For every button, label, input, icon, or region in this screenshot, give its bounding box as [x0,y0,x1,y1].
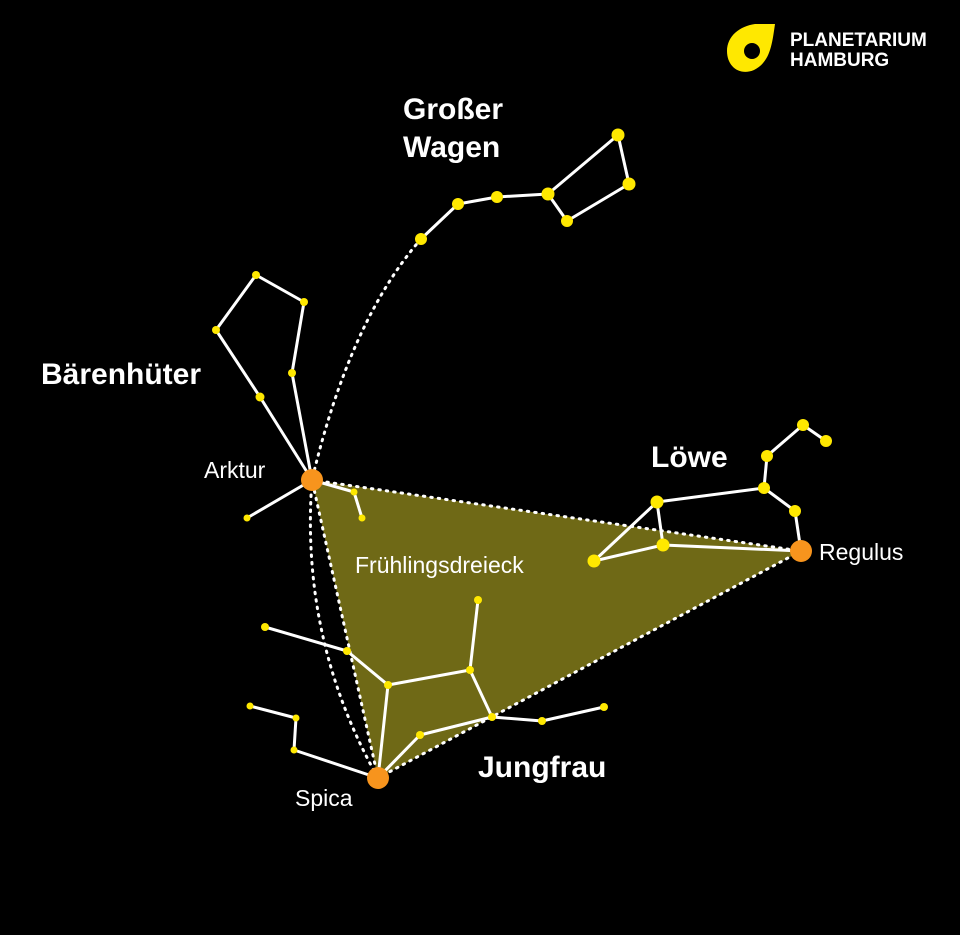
triangle-edge-spica-arktur [310,478,380,780]
star [491,191,503,203]
star [452,198,464,210]
star-spica [367,767,389,789]
star [466,666,474,674]
star [587,554,601,568]
star [758,482,770,494]
star [416,731,424,739]
star [300,298,308,306]
star [261,623,269,631]
star [789,505,801,517]
logo-text-hamburg: HAMBURG [790,50,889,71]
star [561,215,573,227]
star [415,233,427,245]
stars [212,128,832,754]
star [611,128,625,142]
star [797,419,809,431]
star [350,488,358,496]
star [252,271,260,279]
logo-text-planetarium: PLANETARIUM [790,30,927,51]
label-grosser-wagen-line1: Großer [403,93,503,126]
star [343,647,351,655]
star [292,714,300,722]
label-jungfrau: Jungfrau [478,751,606,784]
star [761,450,773,462]
star [600,703,608,711]
star [290,746,298,754]
arc-arktur-to-spica [308,478,380,780]
star-arktur [301,469,323,491]
label-grosser-wagen-line2: Wagen [403,131,500,164]
planetarium-hamburg-logo: PLANETARIUM HAMBURG [727,24,927,72]
star [358,514,366,522]
star [541,187,555,201]
star [488,713,496,721]
label-arktur: Arktur [204,457,266,483]
star [246,702,254,710]
star [243,514,251,522]
star [212,326,220,334]
star [255,392,265,402]
star [474,596,482,604]
arc-wagen-to-arktur [310,237,423,482]
star [622,177,636,191]
label-loewe: Löwe [651,441,728,474]
star [656,538,670,552]
label-fruehlingsdreieck: Frühlingsdreieck [355,552,524,578]
lines-grosser-wagen [419,133,631,241]
label-regulus: Regulus [819,539,903,565]
star [288,369,296,377]
triangle-edge-arktur-regulus [310,478,803,553]
star [820,435,832,447]
star [538,717,546,725]
label-baerenhueter: Bärenhüter [41,358,201,391]
lines-jungfrau [376,598,480,780]
fruehlingsdreieck-area [312,480,801,778]
star-regulus [790,540,812,562]
dotted-guide-lines [308,237,803,780]
label-spica: Spica [295,785,353,811]
star [650,495,664,509]
star [384,681,392,689]
planetarium-logo-icon [727,24,775,72]
triangle-edge-regulus-spica [376,549,803,780]
